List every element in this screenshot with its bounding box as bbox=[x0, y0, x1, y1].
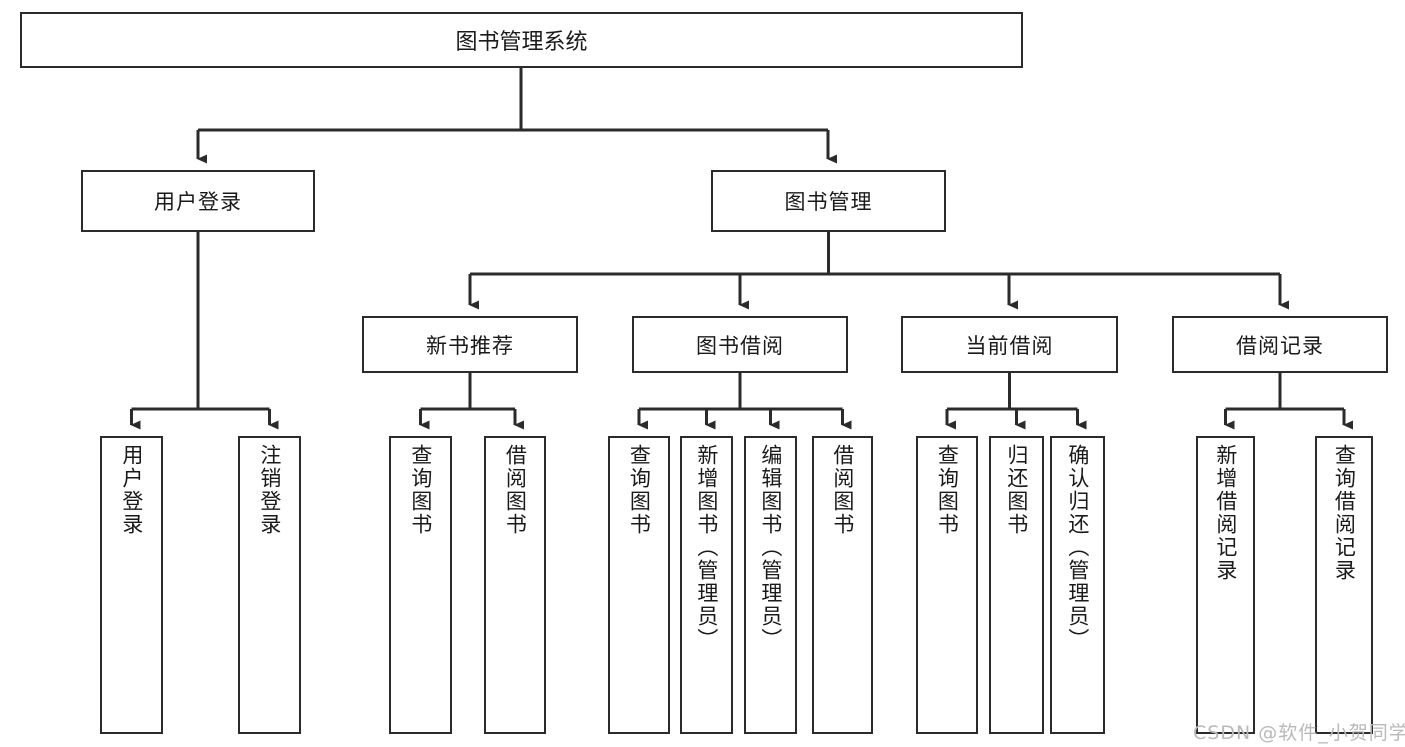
node-label: 借阅图书 bbox=[503, 444, 528, 536]
node-label: 借阅图书 bbox=[830, 444, 855, 536]
node-root-system[interactable]: 图书管理系统 bbox=[20, 12, 1023, 68]
node-leaf-add-record[interactable]: 新增借阅记录 bbox=[1196, 436, 1255, 734]
node-label: 新书推荐 bbox=[426, 333, 514, 358]
node-leaf-add-book[interactable]: 新增图书（管理员） bbox=[680, 436, 733, 734]
node-label: 用户登录 bbox=[154, 190, 242, 214]
node-label: 查询借阅记录 bbox=[1332, 444, 1357, 582]
node-label: 借阅记录 bbox=[1236, 333, 1324, 358]
node-label: 确认归还（管理员） bbox=[1065, 444, 1090, 651]
node-label: 查询图书 bbox=[935, 444, 960, 536]
node-leaf-query-book-3[interactable]: 查询图书 bbox=[916, 436, 978, 734]
node-label: 用户登录 bbox=[119, 444, 144, 536]
csdn-watermark: CSDN @软件_小贺同学 bbox=[1193, 722, 1405, 744]
node-leaf-confirm-return[interactable]: 确认归还（管理员） bbox=[1050, 436, 1105, 734]
node-label: 查询图书 bbox=[627, 444, 652, 536]
node-leaf-user-login[interactable]: 用户登录 bbox=[100, 436, 163, 734]
node-leaf-logout[interactable]: 注销登录 bbox=[238, 436, 301, 734]
node-user-login[interactable]: 用户登录 bbox=[81, 170, 315, 232]
node-leaf-query-record[interactable]: 查询借阅记录 bbox=[1315, 436, 1373, 734]
node-leaf-return-book[interactable]: 归还图书 bbox=[989, 436, 1044, 734]
node-label: 注销登录 bbox=[257, 444, 282, 536]
node-leaf-borrow-book-2[interactable]: 借阅图书 bbox=[812, 436, 873, 734]
node-book-manage[interactable]: 图书管理 bbox=[711, 170, 946, 232]
node-leaf-query-book-2[interactable]: 查询图书 bbox=[608, 436, 670, 734]
node-label: 新增借阅记录 bbox=[1213, 444, 1238, 582]
node-label: 编辑图书（管理员） bbox=[758, 444, 783, 651]
node-book-borrow[interactable]: 图书借阅 bbox=[632, 316, 848, 373]
node-label: 新增图书（管理员） bbox=[694, 444, 719, 651]
node-borrow-record[interactable]: 借阅记录 bbox=[1172, 316, 1388, 373]
node-label: 归还图书 bbox=[1004, 444, 1029, 536]
node-label: 图书管理系统 bbox=[455, 30, 588, 55]
node-leaf-query-book-1[interactable]: 查询图书 bbox=[389, 436, 452, 734]
node-leaf-borrow-book-1[interactable]: 借阅图书 bbox=[484, 436, 546, 734]
node-label: 查询图书 bbox=[408, 444, 433, 536]
node-label: 图书借阅 bbox=[696, 333, 784, 358]
node-label: 当前借阅 bbox=[965, 333, 1054, 358]
node-current-borrow[interactable]: 当前借阅 bbox=[901, 316, 1118, 373]
node-leaf-edit-book[interactable]: 编辑图书（管理员） bbox=[744, 436, 797, 734]
node-label: 图书管理 bbox=[784, 190, 873, 214]
node-new-book-rec[interactable]: 新书推荐 bbox=[362, 316, 578, 373]
